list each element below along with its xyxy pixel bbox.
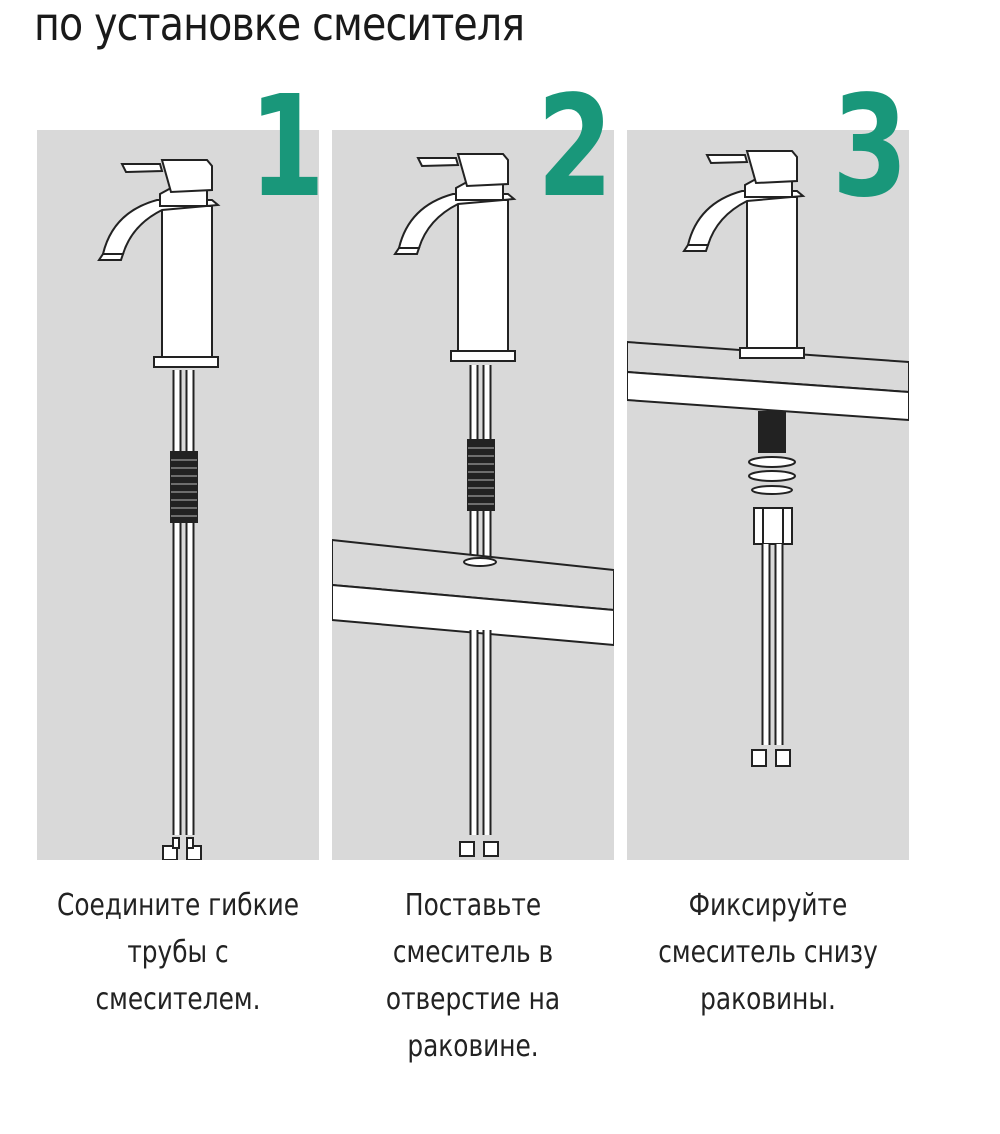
- page-title: по установке смесителя: [34, 0, 525, 51]
- faucet-with-hoses-illustration: [97, 159, 221, 860]
- step-number: 1: [249, 66, 325, 229]
- step-3: 3 Фиксируйте смеситель снизу раковины.: [627, 0, 917, 1134]
- step-caption: Соедините гибкие трубы с смесителем.: [56, 888, 300, 1017]
- step-number: 2: [537, 66, 613, 229]
- faucet-into-sink-hole-illustration: [332, 153, 614, 857]
- step-number: 3: [832, 66, 908, 229]
- faucet-fixed-under-sink-illustration: [627, 150, 909, 767]
- step-1-illustration-panel: [37, 130, 319, 860]
- step-1: 1 Соедините гибкие трубы с смесителем.: [37, 0, 327, 1134]
- step-2-illustration-panel: [332, 130, 614, 860]
- step-caption: Фиксируйте смеситель снизу раковины.: [658, 888, 878, 1017]
- step-2: 2 Поставьте смеситель в отверстие на рак…: [332, 0, 622, 1134]
- step-caption: Поставьте смеситель в отверстие на раков…: [385, 888, 561, 1064]
- step-3-illustration-panel: [627, 130, 909, 860]
